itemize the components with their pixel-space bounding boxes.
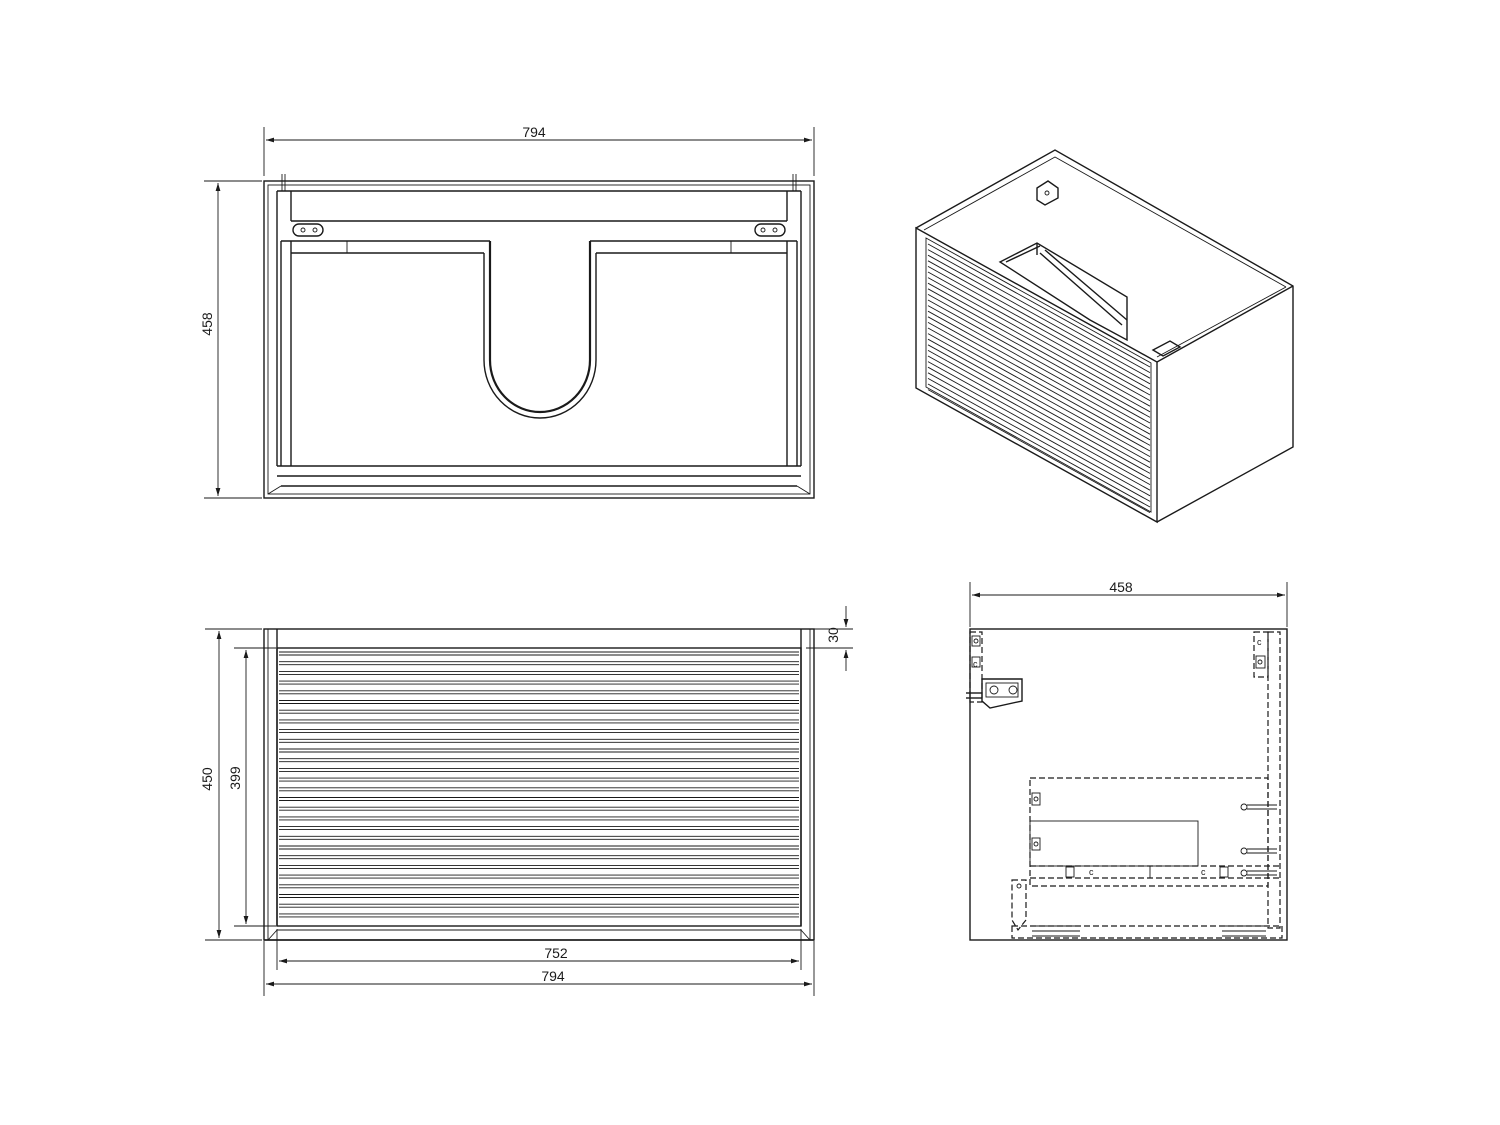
iso-slat-line [927,350,1151,474]
top-bracket-right [754,223,786,237]
iso-slat-line [927,378,1151,502]
iso-slat-line [927,333,1151,457]
iso-slat-line [927,271,1151,396]
side-pins [1240,803,1277,877]
iso-bracket [1036,180,1059,206]
iso-slat-line [927,389,1151,513]
front-door-height-label: 399 [227,766,243,790]
front-door-slats [279,651,799,918]
iso-slat-line [927,338,1151,463]
iso-slat-line [927,327,1151,452]
iso-slat-line [927,254,1151,379]
side-mark-c-3: c [1089,867,1094,877]
side-mark-c-4: c [1201,867,1206,877]
side-mark-c-1: c [973,659,978,669]
side-mark-c-2: c [1257,637,1262,647]
iso-slat-line [927,249,1151,373]
iso-slat-line [927,266,1151,390]
top-view: 794 458 [199,124,815,499]
iso-slat-line [927,355,1151,480]
front-door [276,647,802,927]
front-height-label: 450 [199,767,215,791]
iso-door-slats [927,243,1151,513]
iso-slat-line [927,383,1151,508]
iso-slat-line [927,277,1151,401]
iso-slat-line [927,344,1151,469]
iso-slat-line [927,299,1151,424]
iso-slat-line [927,243,1151,368]
iso-slat-line [927,310,1151,435]
iso-slat-line [927,372,1151,497]
iso-slat-line [927,322,1151,446]
side-hinge-bracket [966,678,1023,709]
iso-slat-line [927,288,1151,413]
iso-slat-line [927,305,1151,429]
front-top-gap-label: 30 [825,627,841,643]
isometric-view [915,149,1294,524]
side-outline [969,628,1288,941]
top-depth-label: 458 [199,312,215,336]
side-bottom-feet [1032,925,1266,937]
iso-door [915,226,1158,524]
iso-slat-line [927,294,1151,418]
iso-slat-line [927,361,1151,485]
side-drawer-box [1029,777,1269,887]
iso-slat-line [927,282,1151,407]
front-door-width-label: 752 [544,945,568,961]
top-bracket-left [292,223,324,237]
side-depth-label: 458 [1109,579,1133,595]
top-width-label: 794 [522,124,546,140]
iso-slat-line [927,260,1151,385]
sink-cutout [488,241,592,414]
iso-slat-line [927,316,1151,441]
front-view: 30 450 399 752 794 [199,606,853,996]
side-view: 458 c c c c [966,579,1288,941]
iso-slat-line [927,366,1151,491]
front-width-label: 794 [541,968,565,984]
